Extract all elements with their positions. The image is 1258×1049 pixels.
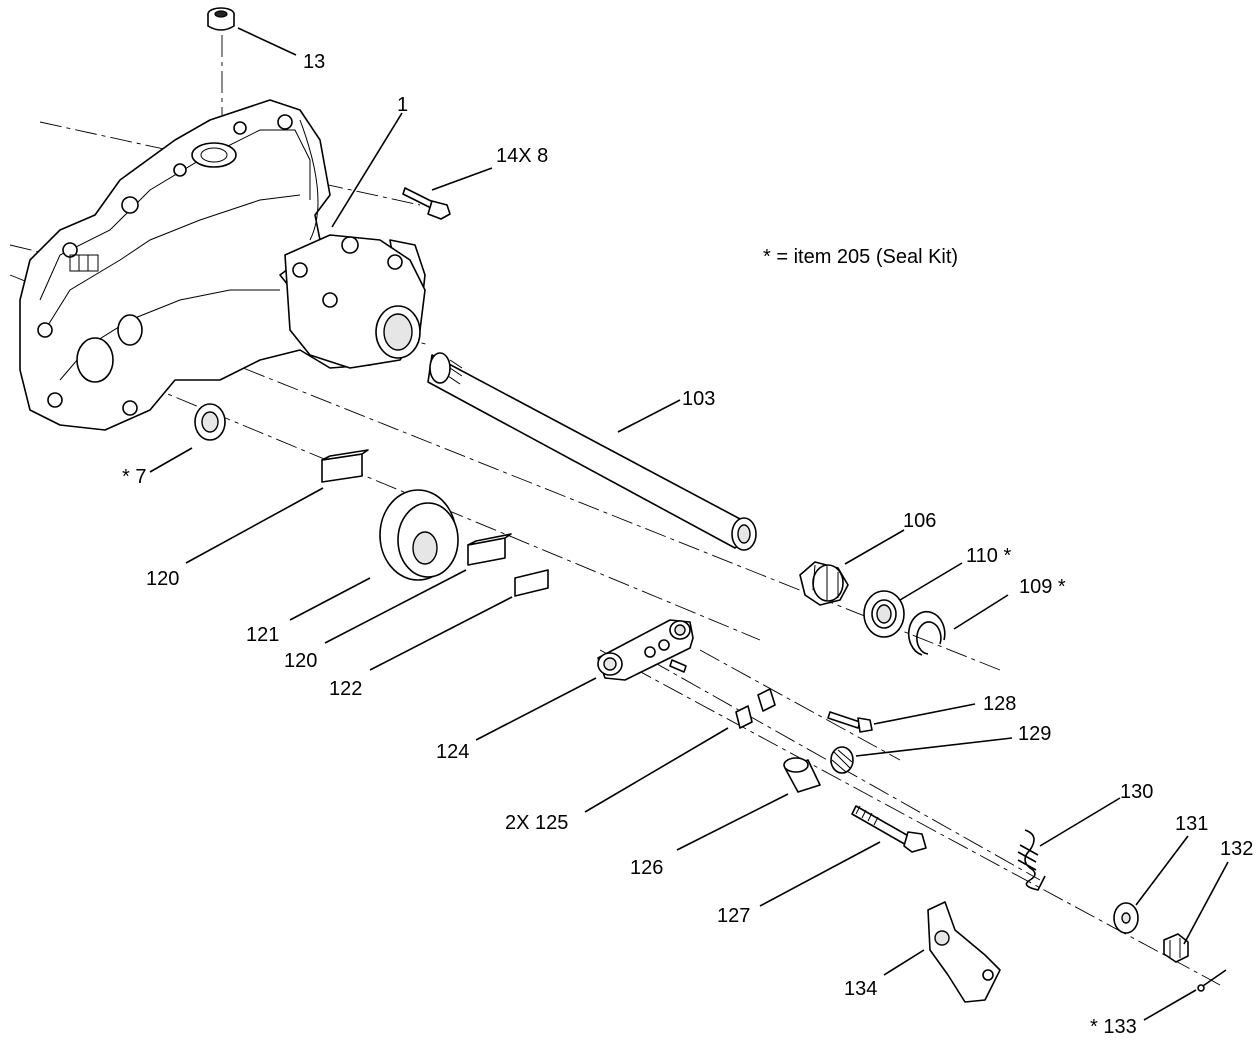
callout-126: 126 <box>630 857 663 879</box>
callout-134: 134 <box>844 978 877 1000</box>
part-120-key-upper <box>321 449 369 483</box>
callout-121: 121 <box>246 624 279 646</box>
callout-120-lower: 120 <box>284 650 317 672</box>
callout-122: 122 <box>329 678 362 700</box>
callout-109: 109 * <box>1019 576 1066 598</box>
callout-1: 1 <box>397 94 408 116</box>
part-122-plate <box>514 569 549 597</box>
part-14-bolt <box>402 187 451 220</box>
callout-132: 132 <box>1220 838 1253 860</box>
callout-130: 130 <box>1120 781 1153 803</box>
part-131-washer <box>1113 902 1139 934</box>
part-120-key-lower <box>467 533 512 566</box>
seal-kit-note: * = item 205 (Seal Kit) <box>763 246 958 268</box>
part-106-nut <box>799 561 849 606</box>
callout-127: 127 <box>717 905 750 927</box>
callout-106: 106 <box>903 510 936 532</box>
part-125-pins <box>735 688 776 729</box>
callout-124: 124 <box>436 741 469 763</box>
callout-133: * 133 <box>1090 1016 1137 1038</box>
callout-7: * 7 <box>122 466 146 488</box>
part-126-spacer <box>783 757 821 793</box>
part-127-bolt <box>851 805 927 853</box>
callout-120-upper: 120 <box>146 568 179 590</box>
part-132-castle-nut <box>1163 933 1189 963</box>
part-109-retaining-ring <box>907 611 946 656</box>
callout-14x8: 14X 8 <box>496 145 548 167</box>
part-121-disc <box>379 489 459 581</box>
callout-13: 13 <box>303 51 325 73</box>
part-103-shaft <box>427 352 757 551</box>
callout-129: 129 <box>1018 723 1051 745</box>
part-124-arm <box>597 619 694 681</box>
callout-labels: 13 1 14X 8 * = item 205 (Seal Kit) 103 *… <box>122 51 1253 1038</box>
part-129-spring <box>830 746 854 774</box>
part-128-bolt <box>827 711 873 733</box>
part-13-plug <box>207 7 235 31</box>
callout-131: 131 <box>1175 813 1208 835</box>
part-134-bracket <box>927 901 1001 1003</box>
callout-103: 103 <box>682 388 715 410</box>
callout-128: 128 <box>983 693 1016 715</box>
callout-2x125: 2X 125 <box>505 812 568 834</box>
part-110-bearing <box>863 590 905 638</box>
part-130-spring <box>1017 829 1046 891</box>
part-133-cotter-pin <box>1197 969 1227 992</box>
callout-110: 110 * <box>966 545 1011 567</box>
part-7-seal <box>194 403 226 441</box>
part-1-housing <box>19 99 426 431</box>
leader-lines <box>149 27 1229 1021</box>
